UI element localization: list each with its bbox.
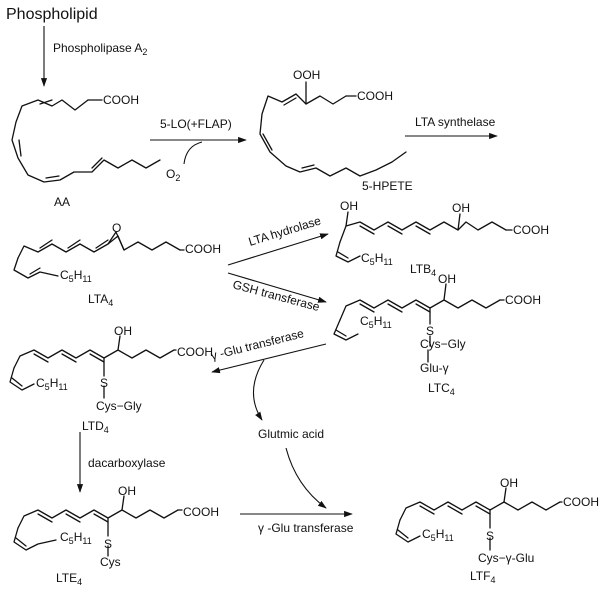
ltf4-cooh: COOH	[563, 495, 599, 509]
gglu-transferase-1-label: γ -Glu transferase	[209, 326, 305, 363]
gglu-transferase-2-label: γ -Glu transferase	[258, 521, 354, 535]
lta4-name: LTA4	[88, 292, 113, 308]
ltc4-structure	[333, 283, 505, 363]
ltb4-cooh: COOH	[513, 223, 549, 237]
o2-label: O2	[166, 167, 180, 183]
ltc4-s: S	[426, 324, 434, 338]
ltb4-c5h11: C5H11	[361, 251, 393, 267]
hpete-ooh: OOH	[293, 68, 320, 82]
ltc4-name: LTC4	[428, 381, 455, 397]
lta4-cooh: COOH	[185, 242, 221, 256]
ltb4-oh2: OH	[452, 201, 470, 215]
arrow-gsh-transferase	[227, 272, 327, 303]
hpete-name: 5-HPETE	[362, 179, 413, 193]
ltd4-name: LTD4	[82, 419, 109, 435]
ltc4-glu-gamma: Glu-γ	[420, 361, 449, 375]
phospholipase-label: Phospholipase A2	[53, 41, 147, 57]
ltf4-name: LTF4	[470, 569, 495, 585]
glutmic-acid-label: Glutmic acid	[258, 427, 324, 441]
lta4-c5h11: C5H11	[60, 268, 92, 284]
arrow-glutmic-to-ltf4	[285, 447, 327, 509]
ltd4-structure	[9, 335, 177, 399]
ltf4-structure	[395, 487, 563, 551]
ltc4-cooh: COOH	[505, 293, 541, 307]
5lo-label: 5-LO(+FLAP)	[160, 117, 232, 131]
ltc4-oh: OH	[438, 272, 456, 286]
ltd4-oh: OH	[114, 324, 132, 338]
lte4-oh: OH	[118, 484, 136, 498]
lta4-o: O	[112, 221, 121, 235]
ltd4-c5h11: C5H11	[36, 376, 68, 392]
o2-arrow	[183, 141, 203, 165]
lte4-cooh: COOH	[183, 505, 219, 519]
ltd4-s: S	[100, 376, 108, 390]
ltf4-c5h11: C5H11	[422, 527, 454, 543]
aa-structure	[11, 99, 161, 183]
dacarboxylase-label: dacarboxylase	[88, 456, 166, 470]
arrow-gglu-transferase-1	[211, 343, 327, 374]
title: Phospholipid	[6, 6, 98, 23]
ltc4-cys-gly: Cys−Gly	[420, 337, 466, 351]
ltd4-cooh: COOH	[177, 345, 213, 359]
lte4-structure	[13, 495, 183, 557]
hpete-cooh: COOH	[357, 89, 393, 103]
ltf4-s: S	[486, 529, 494, 543]
arrow-lta-hydrolase	[227, 233, 329, 266]
lta4-structure	[13, 231, 185, 279]
lta-synthelase-label: LTA synthelase	[415, 115, 496, 129]
lta-hydrolase-label: LTA hydrolase	[247, 213, 323, 248]
ltf4-oh: OH	[500, 476, 518, 490]
ltf4-cys-gamma-glu: Cys−γ-Glu	[478, 551, 534, 565]
hpete-structure	[259, 81, 407, 177]
lte4-c5h11: C5H11	[60, 530, 92, 546]
ltc4-c5h11: C5H11	[360, 314, 392, 330]
arrow-to-glutmic	[252, 359, 265, 421]
ltb4-structure	[335, 211, 513, 263]
aa-cooh: COOH	[103, 93, 139, 107]
ltb4-name: LTB4	[410, 262, 436, 278]
aa-name: AA	[54, 195, 70, 209]
ltd4-cys-gly: Cys−Gly	[96, 399, 142, 413]
ltb4-oh1: OH	[340, 199, 358, 213]
lte4-name: LTE4	[56, 571, 82, 587]
lte4-s: S	[104, 537, 112, 551]
lte4-cys: Cys	[100, 555, 121, 569]
gsh-transferase-label: GSH transferase	[231, 277, 321, 314]
